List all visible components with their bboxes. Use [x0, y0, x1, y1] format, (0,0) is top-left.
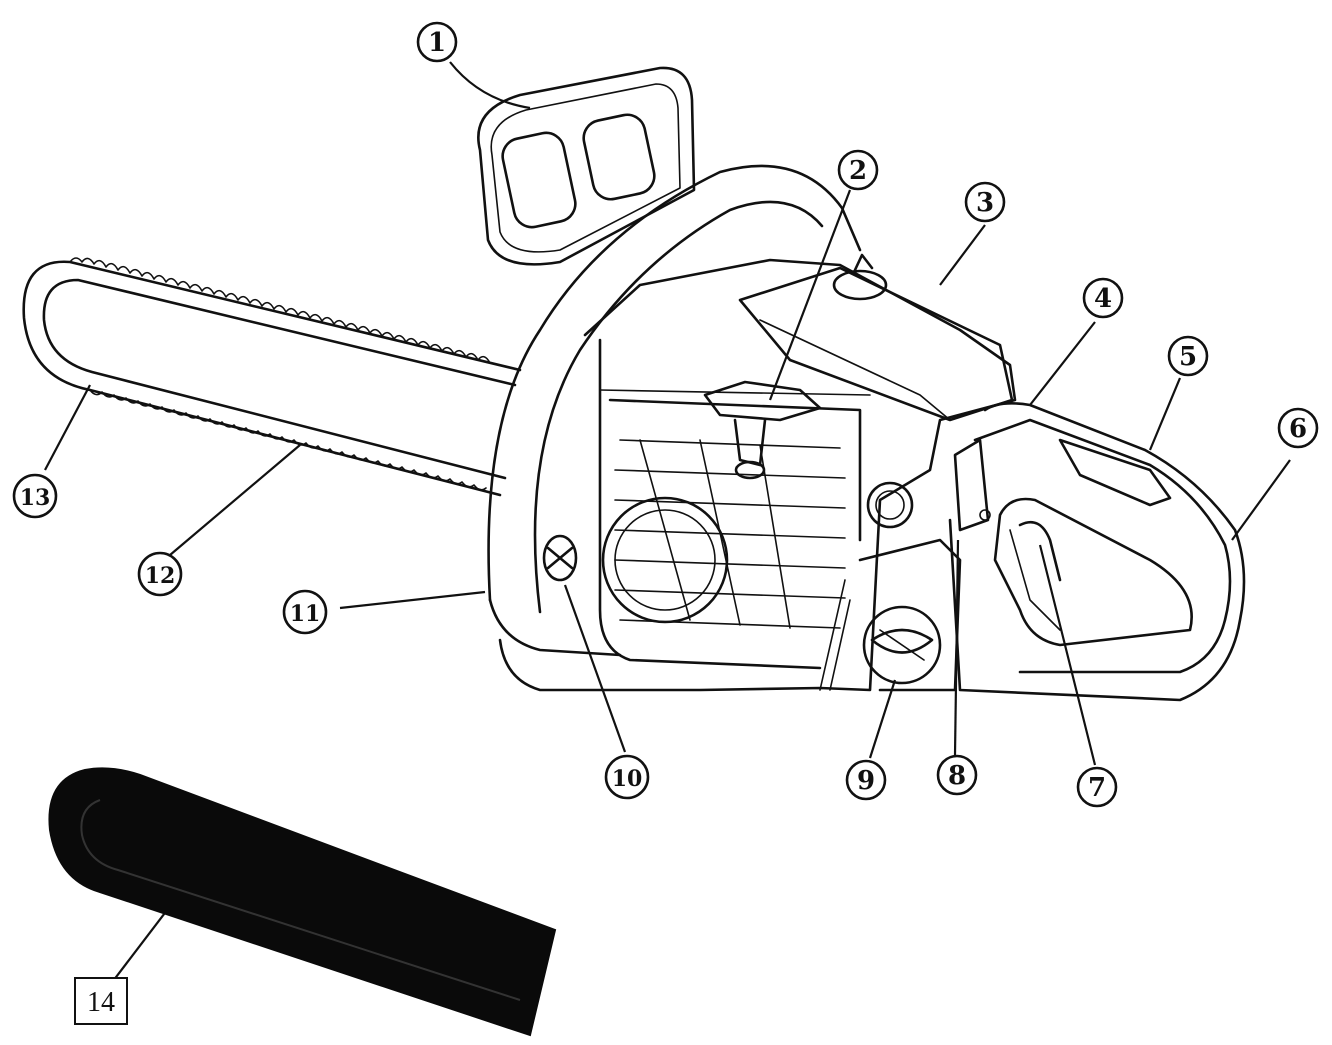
callout-7-label: 7: [1088, 773, 1106, 803]
callout-7: 7: [1076, 766, 1118, 808]
callout-5-label: 5: [1179, 342, 1197, 372]
callout-8-label: 8: [948, 761, 966, 791]
callout-4-label: 4: [1094, 284, 1112, 314]
callout-10-label: 10: [612, 766, 643, 792]
callout-13-label: 13: [20, 485, 51, 511]
leader-lines: [44, 61, 1291, 986]
callout-2: 2: [837, 149, 879, 191]
callout-11-label: 11: [290, 601, 321, 627]
callout-9-label: 9: [857, 766, 875, 796]
callout-4: 4: [1082, 277, 1124, 319]
callout-11: 11: [282, 589, 328, 635]
callout-2-label: 2: [849, 156, 867, 186]
callout-6: 6: [1277, 407, 1319, 449]
front-hand-guard: [477, 66, 696, 266]
guide-bar: [22, 257, 522, 497]
callout-14-label: 14: [87, 987, 115, 1018]
callout-9: 9: [845, 759, 887, 801]
callout-12-label: 12: [145, 563, 176, 589]
callout-3-label: 3: [976, 188, 994, 218]
front-handle: [487, 164, 862, 657]
callout-1-label: 1: [428, 28, 446, 58]
callout-12: 12: [137, 551, 183, 597]
callout-13: 13: [12, 473, 58, 519]
engine-body: [498, 253, 1017, 692]
callout-5: 5: [1167, 335, 1209, 377]
callout-6-label: 6: [1289, 414, 1307, 444]
bar-cover: [48, 767, 557, 1037]
callout-8: 8: [936, 754, 978, 796]
callout-14: 14: [74, 977, 128, 1025]
rear-handle: [948, 402, 1246, 702]
callout-3: 3: [964, 181, 1006, 223]
callout-1: 1: [416, 21, 458, 63]
callout-10: 10: [604, 754, 650, 800]
